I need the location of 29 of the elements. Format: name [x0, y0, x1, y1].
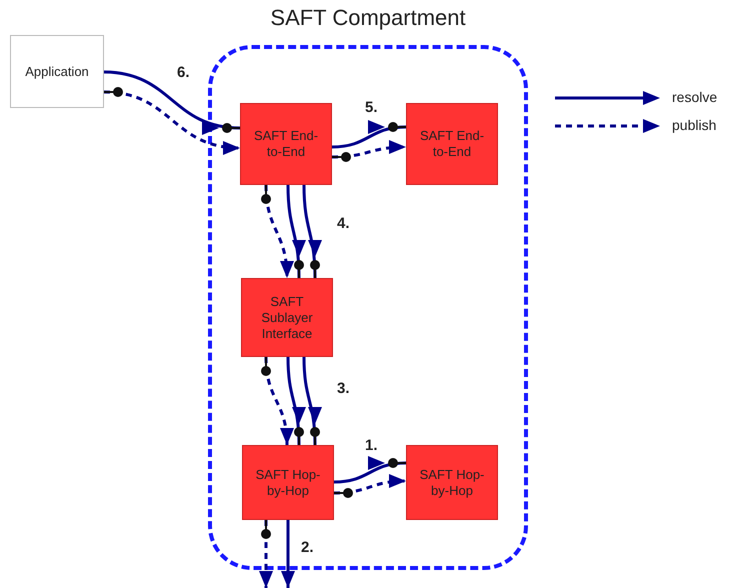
arrow	[286, 184, 306, 278]
arrow	[104, 70, 240, 132]
arrow	[302, 356, 322, 446]
arrow	[302, 184, 322, 278]
box-label: SAFT Sublayer Interface	[260, 294, 314, 342]
legend-label: resolve	[672, 89, 718, 105]
process-box	[240, 103, 332, 185]
arrow	[259, 520, 273, 588]
process-box	[406, 445, 498, 520]
box-label: SAFT Hop-by-Hop	[418, 466, 486, 498]
arrow	[104, 88, 240, 154]
arrow	[332, 140, 406, 162]
box-label: Application	[25, 64, 89, 79]
box-label: SAFT End-to-End	[252, 128, 320, 160]
application-box	[10, 35, 104, 108]
arrow	[281, 520, 295, 588]
process-box	[242, 445, 334, 520]
arrow	[334, 458, 406, 484]
process-box	[406, 103, 498, 185]
arrow	[262, 184, 294, 278]
arrow	[262, 356, 294, 446]
compartment-title: SAFT Compartment	[269, 5, 467, 31]
box-label: SAFT Hop-by-Hop	[254, 466, 322, 498]
arrow	[332, 122, 406, 148]
box-label: SAFT End-to-End	[418, 128, 486, 160]
arrow	[286, 356, 306, 446]
arrow	[334, 474, 406, 498]
process-box	[241, 278, 333, 357]
legend-label: publish	[672, 117, 716, 133]
